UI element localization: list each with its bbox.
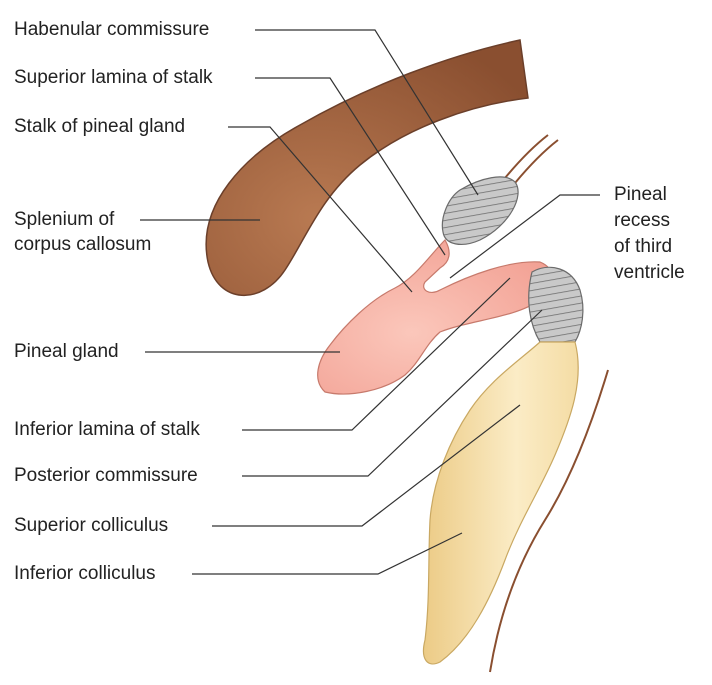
habenular-commissure-shape — [441, 176, 519, 246]
posterior-commissure-shape — [528, 266, 584, 343]
leader-pineal-recess — [449, 194, 600, 279]
label-superior-lamina: Superior lamina of stalk — [14, 67, 213, 88]
label-habenular-commissure: Habenular commissure — [14, 19, 210, 40]
leader-lines — [140, 29, 600, 575]
colliculi-shape — [422, 341, 579, 665]
label-superior-colliculus: Superior colliculus — [14, 515, 169, 536]
label-splenium-line1: Splenium of — [14, 209, 115, 230]
label-posterior-commissure: Posterior commissure — [14, 465, 198, 486]
brainstem-outline — [489, 369, 609, 673]
leader-habenular — [255, 29, 479, 196]
label-pineal-recess-line3: of third — [614, 236, 673, 257]
splenium-shape — [205, 39, 529, 296]
label-pineal-recess-line2: recess — [614, 210, 670, 231]
leader-posterior-commissure — [242, 309, 543, 477]
leader-superior-colliculus — [212, 404, 521, 527]
leader-stalk — [228, 126, 413, 293]
leader-inferior-colliculus — [192, 532, 463, 575]
label-inferior-lamina: Inferior lamina of stalk — [14, 419, 200, 440]
label-pineal-recess-line1: Pineal — [614, 184, 667, 205]
label-inferior-colliculus: Inferior colliculus — [14, 563, 156, 584]
habenular-fibres — [504, 134, 559, 184]
pineal-gland-shape — [317, 239, 554, 395]
label-splenium-line2: corpus callosum — [14, 234, 152, 255]
label-stalk-of-pineal-gland: Stalk of pineal gland — [14, 116, 186, 137]
label-pineal-recess-line4: ventricle — [614, 262, 685, 283]
leader-superior-lamina — [255, 77, 446, 256]
label-pineal-gland: Pineal gland — [14, 341, 119, 362]
leader-inferior-lamina — [242, 277, 511, 431]
